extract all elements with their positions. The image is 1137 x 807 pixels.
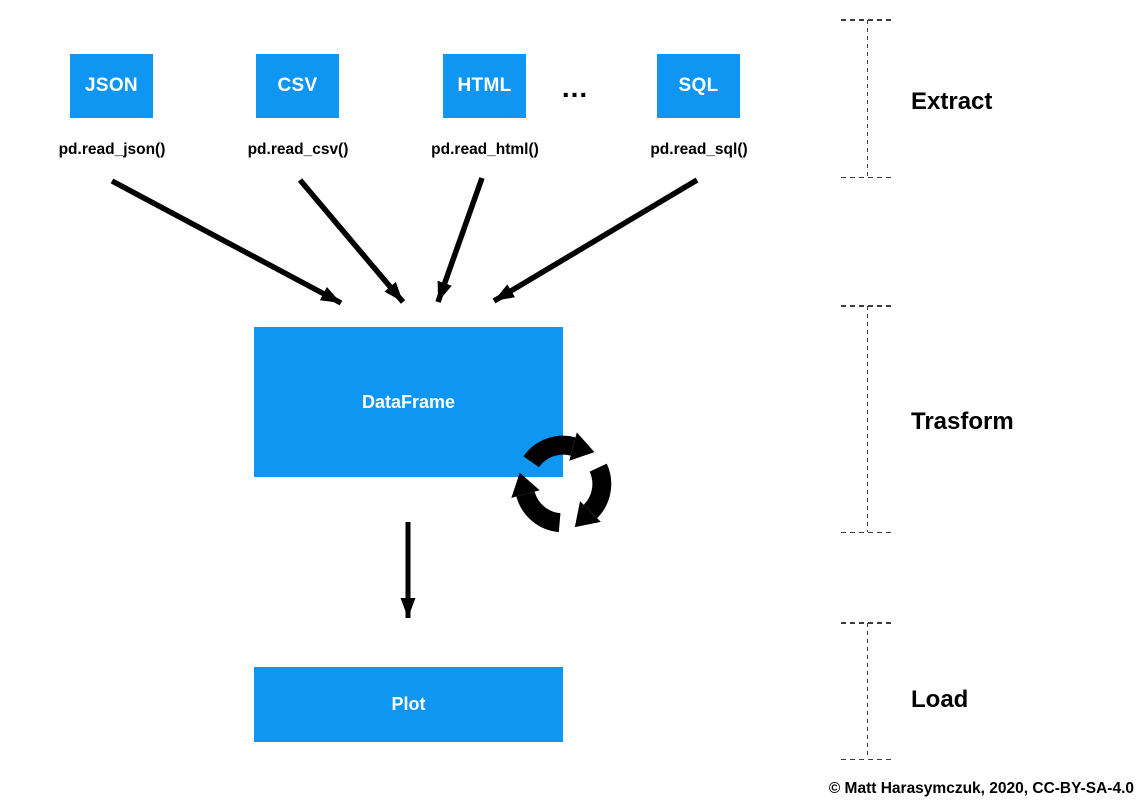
copyright-credit: © Matt Harasymczuk, 2020, CC-BY-SA-4.0 — [828, 780, 1134, 797]
read-function-label-csv: pd.read_csv() — [247, 141, 349, 158]
bracket-cap — [841, 758, 892, 760]
stage-bracket-load — [841, 622, 892, 760]
bracket-stem — [866, 20, 868, 177]
stage-label-extract: Extract — [911, 88, 993, 115]
bracket-cap — [841, 19, 892, 21]
source-box-sql-label: SQL — [678, 75, 719, 96]
arrow-json-to-dataframe — [110, 178, 343, 306]
bracket-cap — [841, 622, 892, 624]
dataframe-box: DataFrame — [254, 327, 563, 477]
ellipsis-more-sources: ... — [561, 72, 589, 103]
bracket-cap — [841, 305, 892, 307]
stage-bracket-trasform — [841, 305, 892, 533]
read-function-label-json: pd.read_json() — [58, 141, 166, 158]
source-box-html: HTML — [443, 54, 526, 118]
source-box-sql: SQL — [657, 54, 740, 118]
arrow-csv-to-dataframe — [297, 178, 406, 304]
plot-box: Plot — [254, 667, 563, 742]
recycle-icon — [500, 421, 626, 547]
bracket-cap — [841, 531, 892, 533]
bracket-stem — [866, 306, 868, 532]
read-function-label-sql: pd.read_sql() — [650, 141, 748, 158]
source-box-html-label: HTML — [457, 75, 512, 96]
read-function-label-html: pd.read_html() — [431, 141, 539, 158]
arrow-sql-to-dataframe — [492, 177, 699, 304]
stage-label-trasform: Trasform — [911, 408, 1014, 435]
dataframe-box-label: DataFrame — [361, 391, 456, 412]
stage-label-load: Load — [911, 686, 969, 713]
bracket-stem — [866, 623, 868, 759]
source-box-json: JSON — [70, 54, 153, 118]
source-box-csv-label: CSV — [277, 75, 318, 96]
source-box-csv: CSV — [256, 54, 339, 118]
bracket-cap — [841, 176, 892, 178]
arrow-html-to-dataframe — [435, 177, 485, 303]
source-box-json-label: JSON — [85, 75, 138, 96]
plot-box-label: Plot — [391, 694, 426, 714]
stage-bracket-extract — [841, 19, 892, 178]
